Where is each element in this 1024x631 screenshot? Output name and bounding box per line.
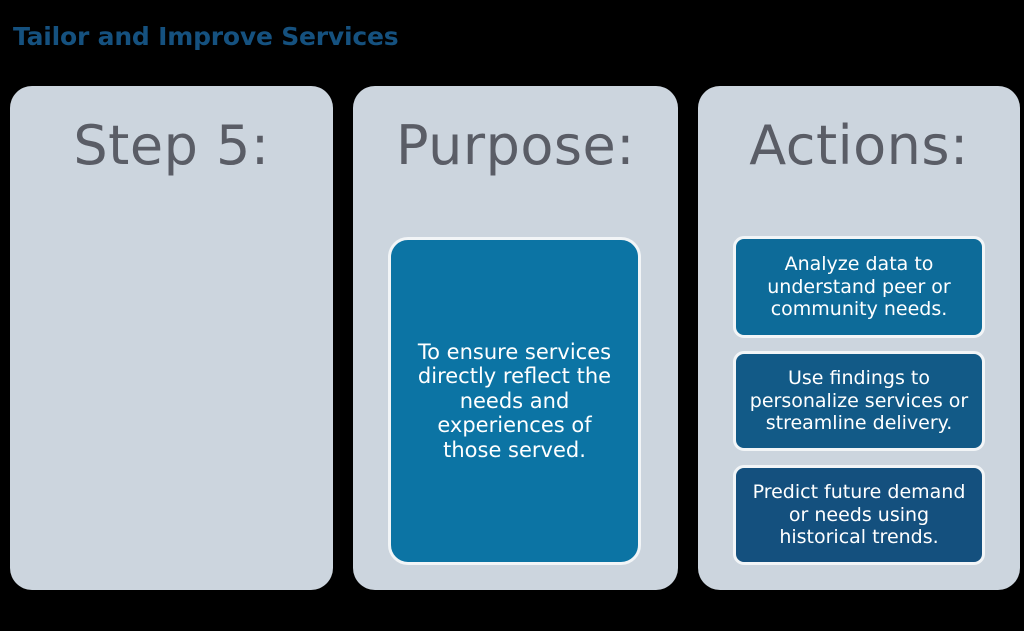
panel-step-heading: Step 5:: [73, 114, 270, 177]
action-card-1: Analyze data to understand peer or commu…: [733, 236, 985, 338]
action-card-3-text: Predict future demand or needs using his…: [752, 480, 966, 549]
slide-title: Tailor and Improve Services: [13, 22, 399, 51]
panel-actions-heading: Actions:: [749, 114, 969, 177]
panel-purpose: Purpose: To ensure services directly ref…: [353, 86, 678, 590]
action-card-3: Predict future demand or needs using his…: [733, 465, 985, 565]
panel-actions: Actions: Analyze data to understand peer…: [698, 86, 1020, 590]
action-card-1-text: Analyze data to understand peer or commu…: [767, 252, 951, 321]
purpose-card: To ensure services directly reflect the …: [388, 237, 641, 565]
panel-step: Step 5:: [10, 86, 333, 590]
purpose-card-text: To ensure services directly reflect the …: [417, 339, 612, 462]
action-card-2-text: Use findings to personalize services or …: [749, 366, 969, 435]
panel-purpose-heading: Purpose:: [396, 114, 635, 177]
action-card-2: Use findings to personalize services or …: [733, 351, 985, 451]
